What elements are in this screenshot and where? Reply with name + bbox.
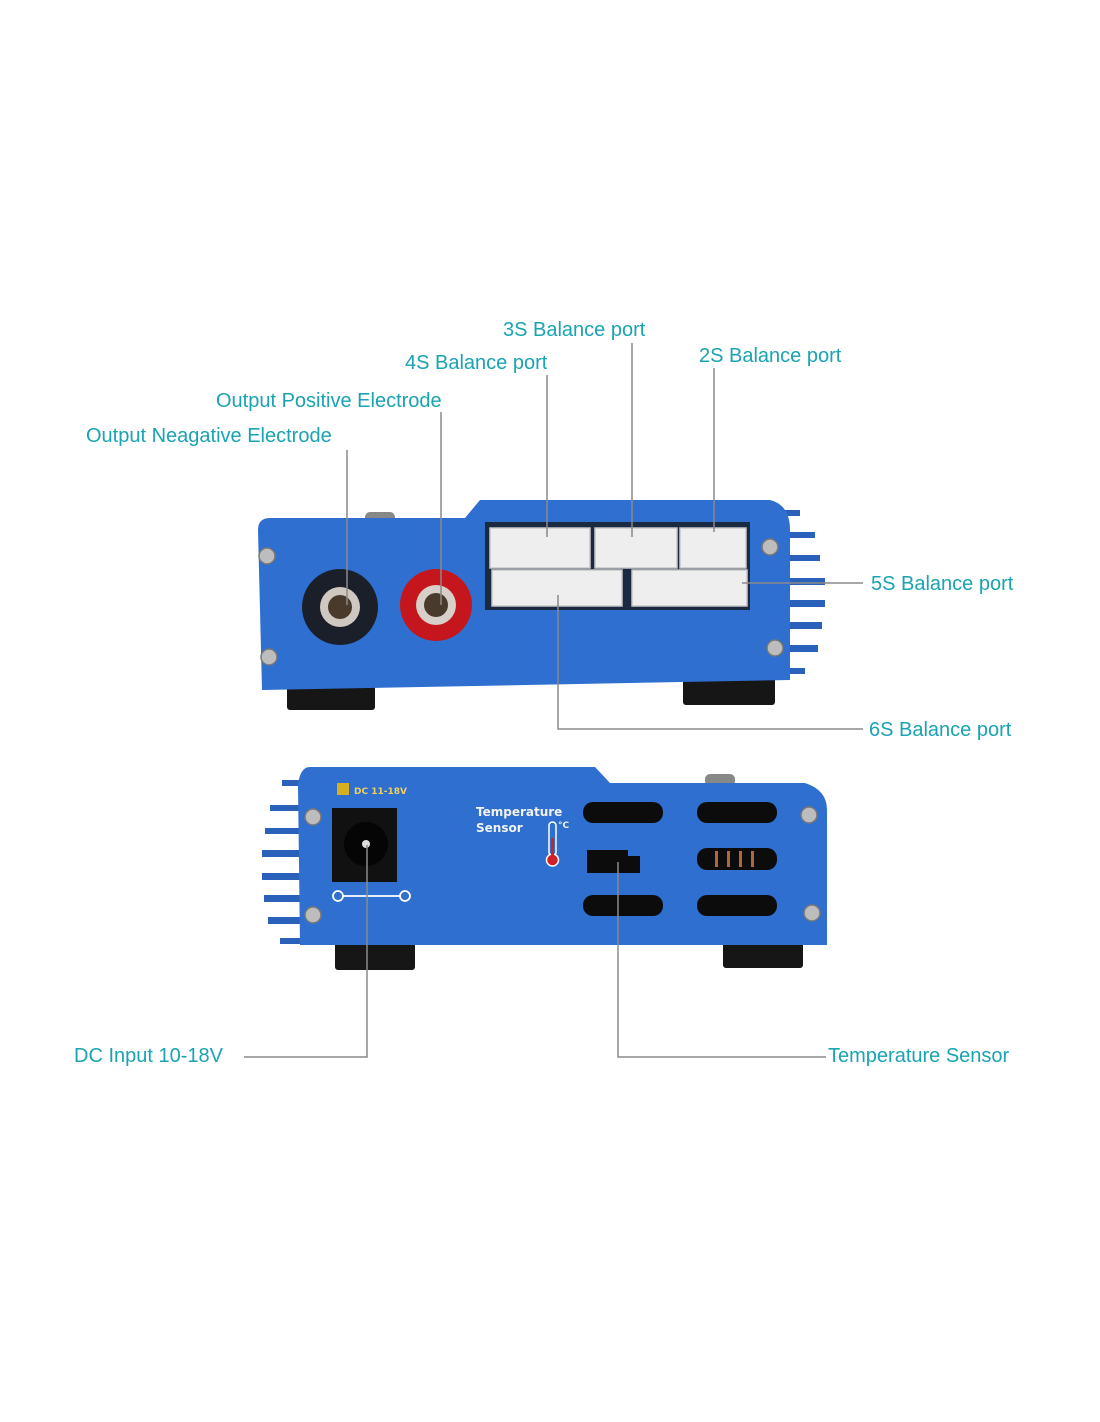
leader-lines — [244, 343, 863, 1058]
vent-slot — [697, 848, 777, 870]
charger-rear-view: DC 11-18V Temperature Sensor °C — [262, 767, 827, 970]
balance-port-2s — [679, 527, 747, 569]
label-5s-balance-port: 5S Balance port — [871, 573, 1014, 595]
thermometer-icon — [545, 821, 560, 867]
polarity-icon — [332, 890, 411, 902]
vent-slot — [697, 802, 777, 823]
screw — [304, 906, 322, 924]
heatsink-fins — [262, 780, 302, 944]
balance-port-5s — [631, 569, 748, 607]
balance-port-4s — [489, 527, 591, 569]
label-temperature-sensor: Temperature Sensor — [828, 1045, 1010, 1067]
screw — [260, 648, 278, 666]
dc-jack-pin — [362, 840, 370, 848]
temp-sensor-marking-line1: Temperature — [476, 805, 562, 819]
label-dc-input: DC Input 10-18V — [74, 1045, 224, 1067]
screw — [803, 904, 821, 922]
temperature-sensor-port — [587, 850, 640, 873]
temp-sensor-marking-line2: Sensor — [476, 821, 523, 835]
heatsink-fins — [780, 510, 825, 674]
inductor-coil — [715, 851, 754, 867]
label-4s-balance-port: 4S Balance port — [405, 352, 548, 374]
label-2s-balance-port: 2S Balance port — [699, 345, 842, 367]
label-3s-balance-port: 3S Balance port — [503, 319, 646, 341]
screw — [304, 808, 322, 826]
output-negative-jack — [302, 569, 378, 645]
foot — [683, 675, 775, 705]
dc-rating-marking: DC 11-18V — [354, 787, 407, 797]
foot — [335, 938, 415, 970]
power-icon — [337, 783, 349, 795]
label-output-positive: Output Positive Electrode — [216, 390, 442, 412]
balance-port-6s — [491, 569, 623, 607]
label-6s-balance-port: 6S Balance port — [869, 719, 1012, 741]
screw — [766, 639, 784, 657]
vent-slot — [583, 802, 663, 823]
balance-port-3s — [594, 527, 678, 569]
rear-panel — [298, 767, 827, 945]
output-positive-jack — [400, 569, 472, 641]
label-output-negative: Output Neagative Electrode — [86, 425, 332, 447]
screw — [258, 547, 276, 565]
vent-slot — [697, 895, 777, 916]
screw — [761, 538, 779, 556]
vent-slot — [583, 895, 663, 916]
celsius-marking: °C — [558, 821, 570, 831]
screw — [800, 806, 818, 824]
charger-front-view — [258, 500, 825, 710]
